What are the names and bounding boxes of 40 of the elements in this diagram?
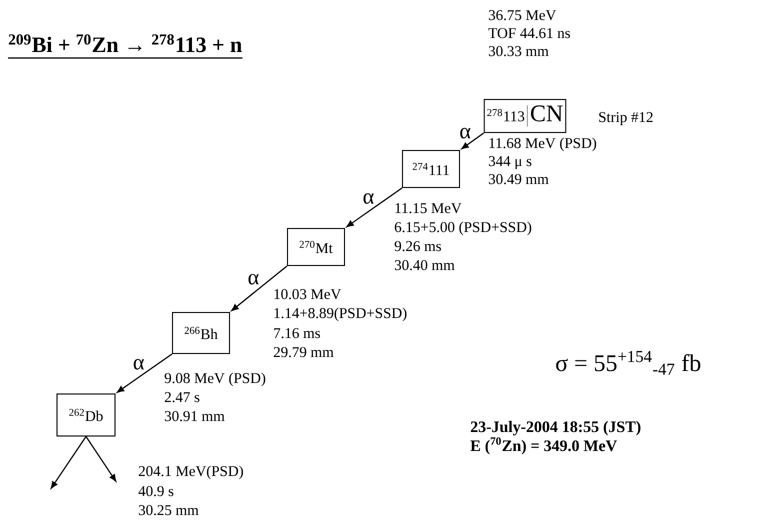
measurement-text: TOF 44.61 ns <box>488 28 570 38</box>
note-text: E ($^{70}$Zn) = 349.0 MeV <box>470 437 617 454</box>
nuclide-box: $^{262}$Db <box>56 394 116 436</box>
arrow <box>346 188 402 228</box>
nuclide-box: $^{274}$111 <box>402 150 460 188</box>
cross-section-formula: σ = 55$^{+154}$$_{-47}$ fb <box>556 350 700 375</box>
title: $^{209}$Bi + $^{70}$Zn → $^{278}$113 + n <box>8 34 242 52</box>
measurement-text: 204.1 MeV(PSD) <box>138 466 243 480</box>
measurement-text: 29.79 mm <box>274 347 334 358</box>
measurement-text: 30.25 mm <box>138 505 199 516</box>
measurement-text: 2.47 s <box>164 392 200 402</box>
measurement-text: 9.26 ms <box>394 241 441 252</box>
arrow <box>50 436 86 489</box>
nuclide-box: $^{266}$Bh <box>172 312 230 354</box>
edge-label: α <box>134 359 144 370</box>
edge-label: α <box>460 128 470 138</box>
measurement-text: 30.49 mm <box>488 174 549 184</box>
arrow <box>461 132 484 150</box>
note-text: 23-July-2004 18:55 (JST) <box>470 420 640 436</box>
measurement-text: Strip #12 <box>599 112 653 126</box>
measurement-text: 6.15+5.00 (PSD+SSD) <box>394 222 532 236</box>
nuclide-box: $^{270}$Mt <box>287 228 345 266</box>
measurement-text: 30.33 mm <box>488 46 549 56</box>
measurement-text: 30.91 mm <box>164 411 225 422</box>
measurement-text: 11.15 MeV <box>396 203 462 214</box>
arrow <box>116 354 172 393</box>
arrow <box>231 266 288 312</box>
measurement-text: 40.9 s <box>138 486 174 496</box>
measurement-text: 30.40 mm <box>394 260 455 270</box>
arrow <box>86 436 116 482</box>
measurement-text: 344 μ s <box>488 156 532 170</box>
edge-label: α <box>364 193 374 204</box>
measurement-text: 11.68 MeV (PSD) <box>490 138 596 152</box>
measurement-text: 36.75 MeV <box>488 10 556 20</box>
measurement-text: 9.08 MeV (PSD) <box>164 372 266 386</box>
measurement-text: 1.14+8.89(PSD+SSD) <box>274 308 406 322</box>
measurement-text: 7.16 ms <box>274 328 320 338</box>
measurement-text: 10.03 MeV <box>274 289 342 300</box>
nuclide-box: $^{278}$113 CN <box>484 99 566 133</box>
edge-label: α <box>248 274 259 284</box>
